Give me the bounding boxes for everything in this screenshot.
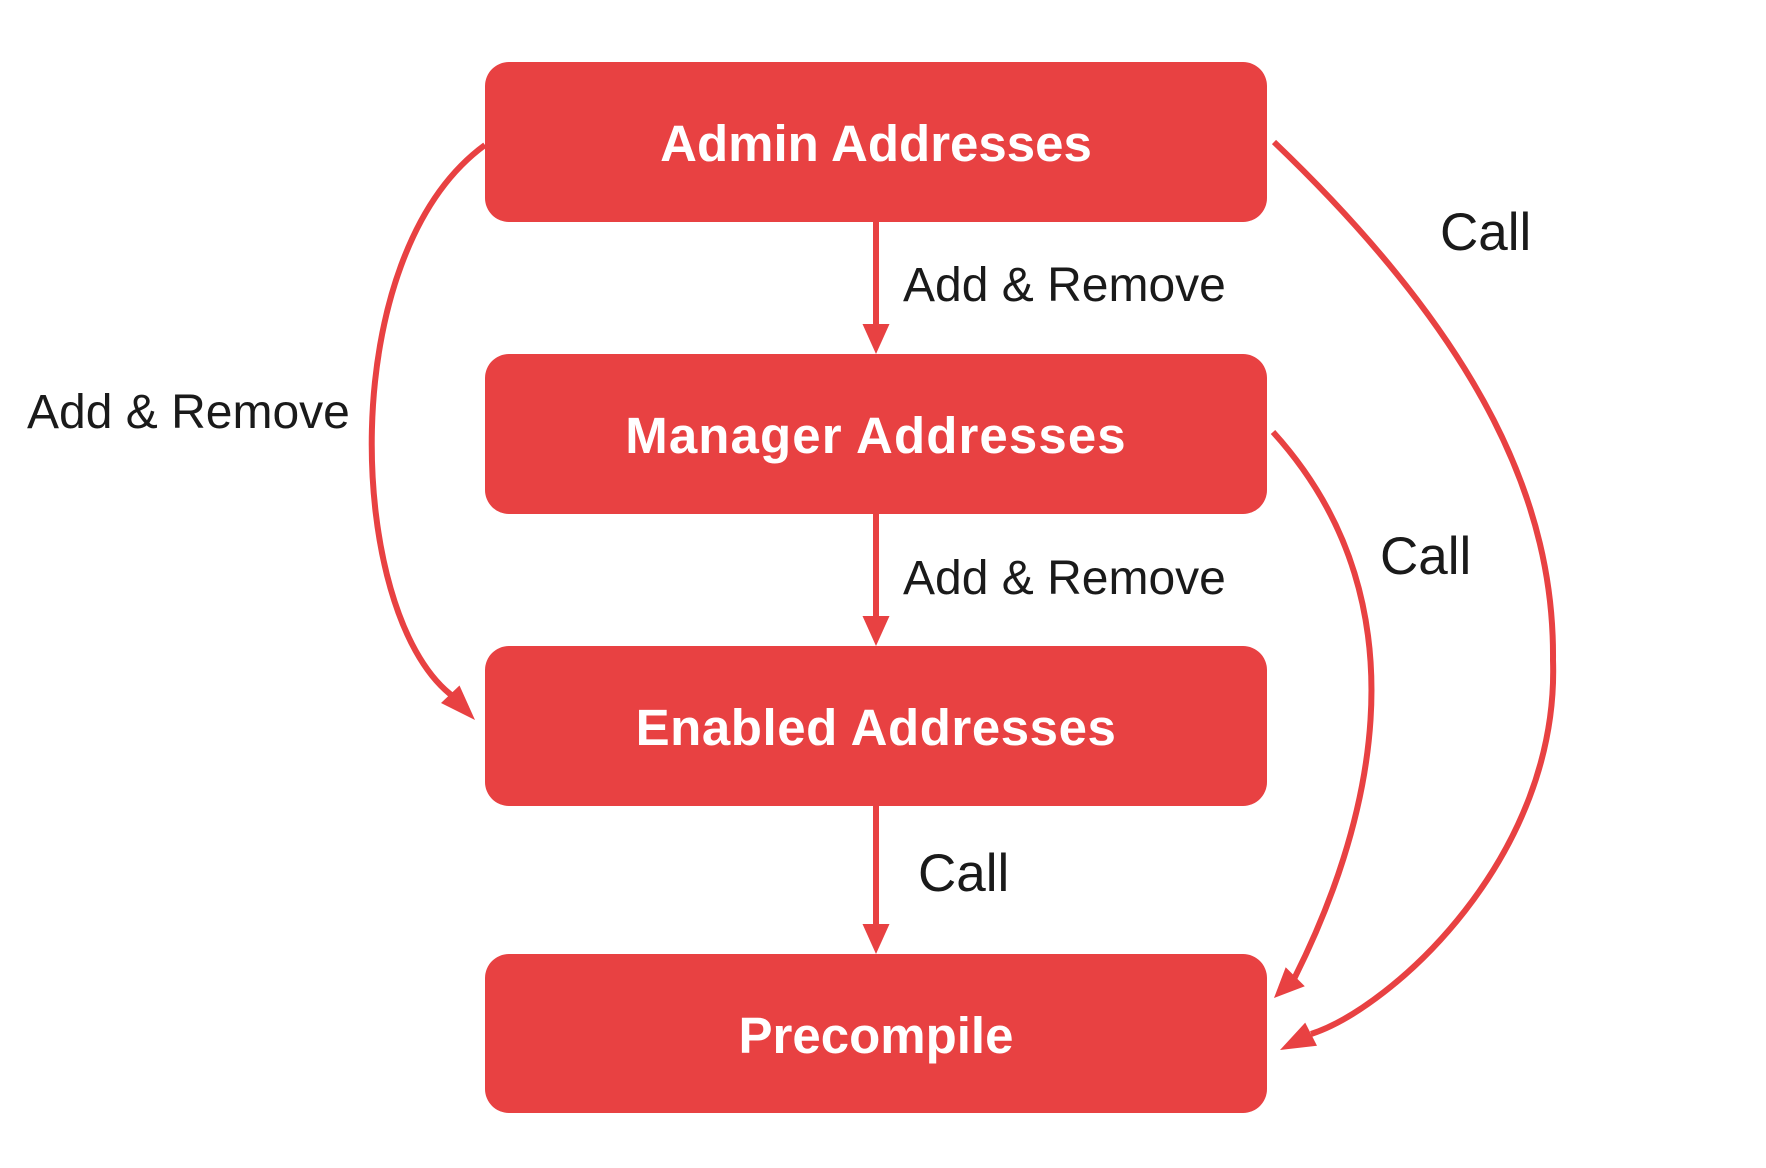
svg-text:Add & Remove: Add & Remove [903, 259, 1226, 312]
svg-text:Admin Addresses: Admin Addresses [660, 115, 1092, 172]
svg-text:Call: Call [1440, 203, 1531, 262]
svg-text:Call: Call [1380, 527, 1471, 586]
svg-text:Precompile: Precompile [739, 1007, 1014, 1064]
svg-text:Call: Call [918, 844, 1009, 903]
svg-text:Add & Remove: Add & Remove [903, 552, 1226, 605]
svg-text:Enabled Addresses: Enabled Addresses [636, 699, 1117, 756]
svg-text:Add & Remove: Add & Remove [27, 386, 350, 439]
svg-text:Manager Addresses: Manager Addresses [625, 407, 1127, 464]
